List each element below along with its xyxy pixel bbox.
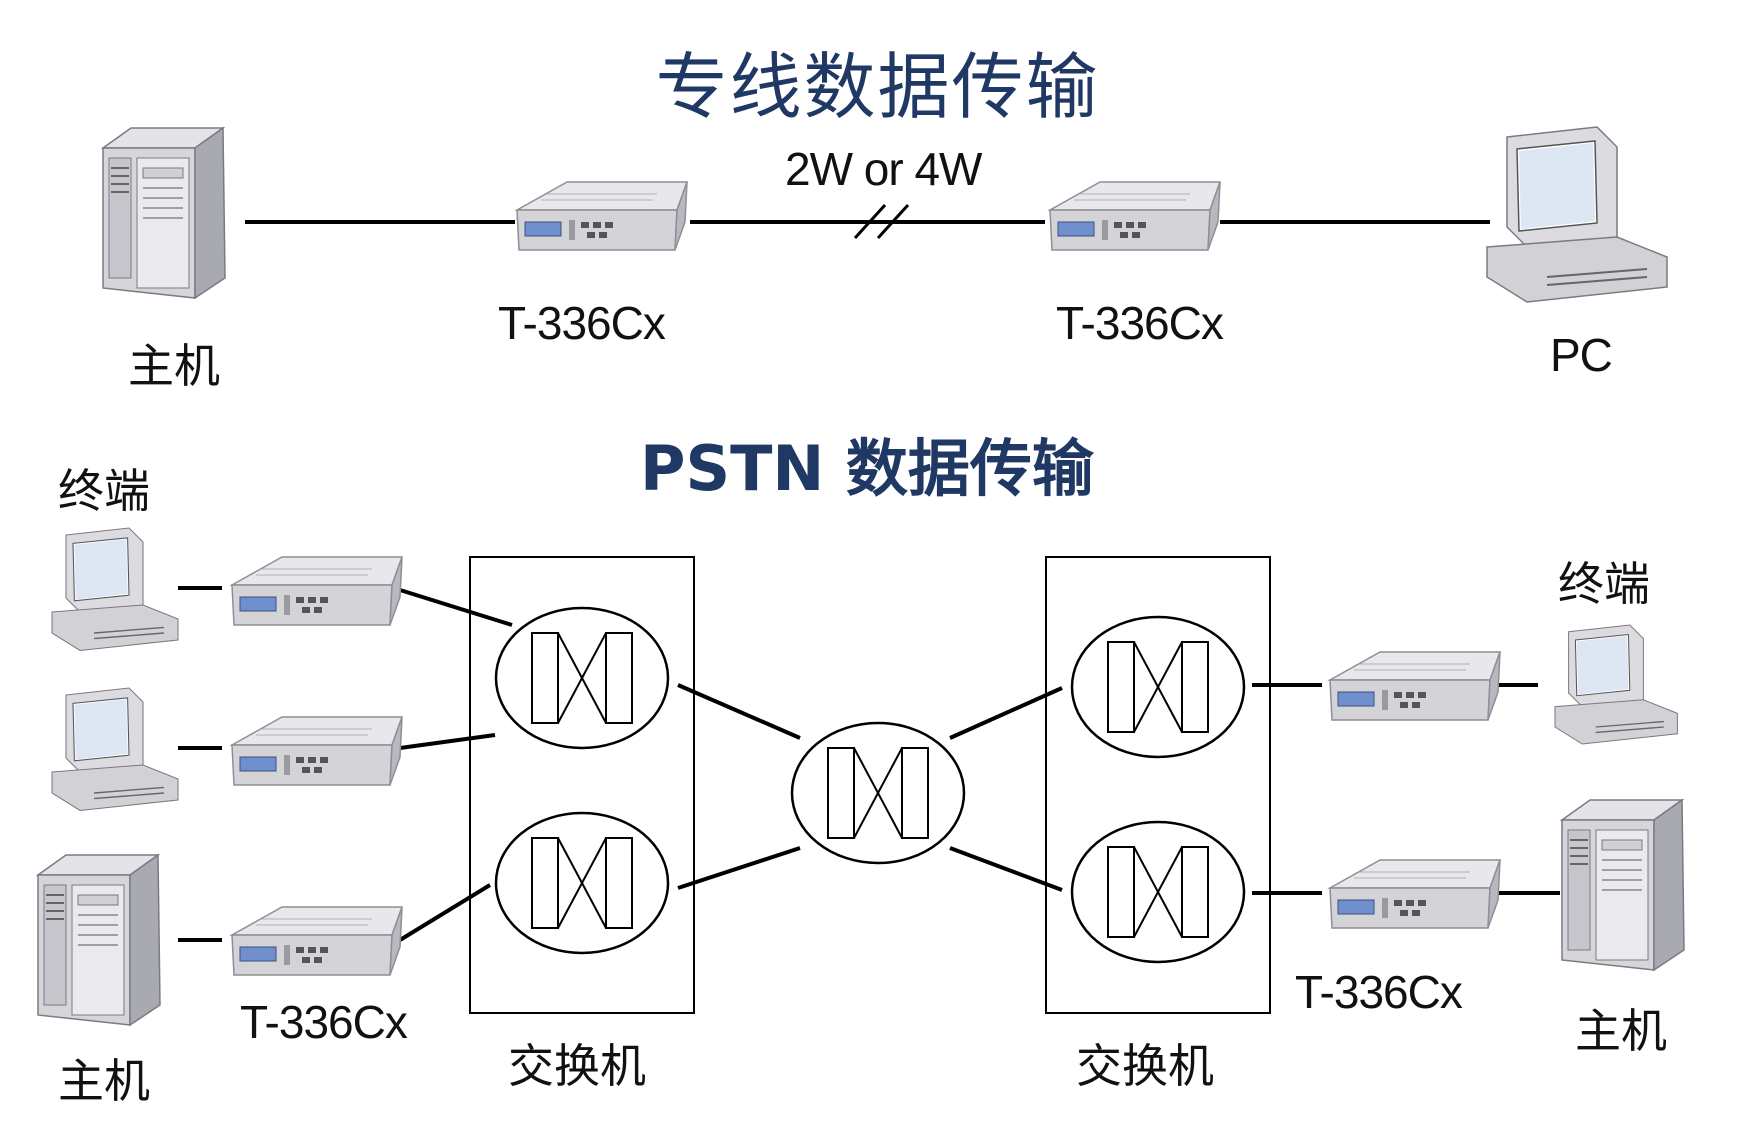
link xyxy=(949,846,1063,892)
pc-icon xyxy=(51,687,179,812)
pstn-title: PSTN 数据传输 xyxy=(640,432,1094,505)
terminal-label: 终端 xyxy=(58,464,150,518)
host-label: 主机 xyxy=(58,1054,150,1108)
switch-node-icon xyxy=(494,606,670,750)
modem-icon xyxy=(231,556,403,626)
modem-icon xyxy=(231,716,403,786)
exchange-label: 交换机 xyxy=(508,1039,646,1093)
pc-icon xyxy=(1486,126,1668,303)
exchange-box-right xyxy=(1045,556,1271,1014)
leased-line-section xyxy=(102,126,1668,303)
line-slash-mark xyxy=(876,203,910,240)
link xyxy=(949,686,1063,740)
server-icon xyxy=(37,854,161,1026)
modem-label: T-336Cx xyxy=(1295,966,1463,1018)
modem-label: T-336Cx xyxy=(1056,297,1224,349)
modem-icon xyxy=(1329,651,1501,721)
line-type-label: 2W or 4W xyxy=(785,143,982,195)
pc-label: PC xyxy=(1550,329,1613,381)
pc-icon xyxy=(51,527,179,652)
exchange-box-left xyxy=(469,556,695,1014)
switch-node-icon xyxy=(790,721,966,865)
modem-icon xyxy=(516,181,688,251)
leased-line-title: 专线数据传输 xyxy=(655,45,1100,129)
modem-icon xyxy=(231,906,403,976)
switch-node-icon xyxy=(1070,820,1246,964)
pstn-section xyxy=(37,527,1685,1026)
link xyxy=(399,733,496,750)
modem-label: T-336Cx xyxy=(240,996,408,1048)
link xyxy=(677,683,801,740)
modem-label: T-336Cx xyxy=(498,297,666,349)
pc-icon xyxy=(1554,624,1679,745)
switch-node-icon xyxy=(1070,615,1246,759)
host-label: 主机 xyxy=(128,339,220,393)
terminal-label: 终端 xyxy=(1558,557,1650,611)
modem-icon xyxy=(1049,181,1221,251)
link xyxy=(399,588,513,627)
server-icon xyxy=(1561,799,1685,971)
exchange-label: 交换机 xyxy=(1076,1039,1214,1093)
switch-node-icon xyxy=(494,811,670,955)
server-icon xyxy=(102,127,226,299)
host-label: 主机 xyxy=(1575,1004,1667,1058)
modem-icon xyxy=(1329,859,1501,929)
line-slash-mark xyxy=(853,203,887,240)
link xyxy=(398,883,492,942)
link xyxy=(677,846,801,890)
